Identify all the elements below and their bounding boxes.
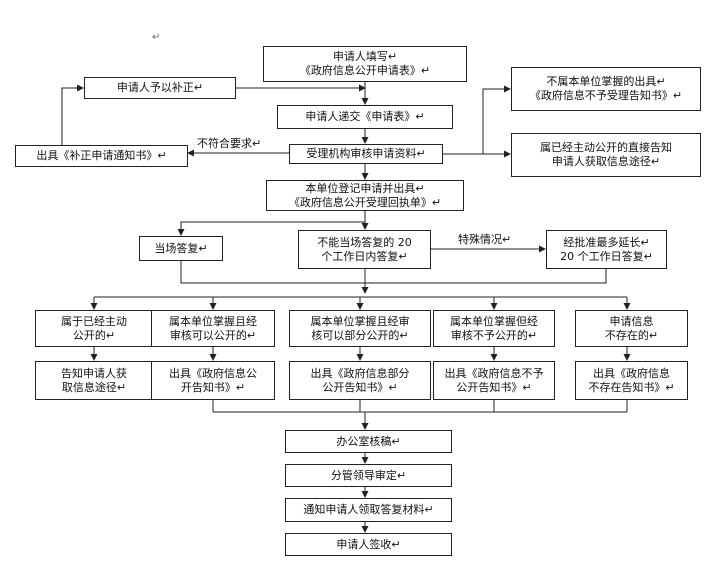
node-case-not-disclose: 属本单位掌握但经 审核不予公开的↵ [433,310,555,347]
node-applicant-sign: 申请人签收↵ [285,533,452,556]
node-leader-approve: 分管领导审定↵ [285,464,452,487]
edge-correction-loop-up [61,84,84,145]
label-special-case: 特殊情况↵ [458,233,512,247]
node-fill-form: 申请人填写↵ 《政府信息公开申请表》↵ [263,46,467,82]
node-extension: 经批准最多延长↵ 20 个工作日答复↵ [546,230,667,269]
node-notify-collect: 通知申请人领取答复材料↵ [285,498,452,522]
node-result-partial-notice: 出具《政府信息部分 公开告知书》↵ [289,361,431,400]
node-register-receipt: 本单位登记申请并出具↵ 《政府信息公开受理回执单》↵ [266,180,464,211]
node-reply-20-days: 不能当场答复的 20 个工作日内答复↵ [298,230,431,269]
edge-to-reply-on-spot [177,221,365,236]
edge-spot-down [180,261,365,284]
node-reply-on-spot: 当场答复↵ [139,236,223,261]
node-result-inform-route: 告知申请人获 取信息途径↵ [35,361,153,400]
node-office-check: 办公室核稿↵ [285,430,452,453]
label-not-compliant: 不符合要求↵ [197,137,262,151]
node-case-can-disclose: 属本单位掌握且经 审核可以公开的↵ [151,310,275,347]
node-result-nondisclosure-notice: 出具《政府信息不予 公开告知书》↵ [433,361,555,400]
edge-review-to-not-held [443,85,511,155]
node-case-not-exist: 申请信息 不存在的↵ [575,310,688,347]
node-submit-form: 申请人递交《申请表》↵ [277,105,453,129]
node-review: 受理机构审核申请资料↵ [289,144,443,164]
node-case-partial: 属本单位掌握且经审 核可以部分公开的↵ [289,310,431,347]
node-case-published: 属于已经主动 公开的↵ [35,310,153,347]
edge-extension-down [365,269,607,284]
stray-return-mark: ↵ [152,32,161,43]
node-applicant-correct: 申请人予以补正↵ [84,77,236,99]
node-issue-correction-notice: 出具《补正申请通知书》↵ [15,145,188,167]
node-already-public-info: 属已经主动公开的直接告知 申请人获取信息途径↵ [511,133,701,177]
node-result-disclosure-notice: 出具《政府信息公 开告知书》↵ [151,361,275,400]
node-result-not-exist-notice: 出具《政府信息 不存在告知书》↵ [575,361,688,400]
node-not-held-notice: 不属本单位掌握的出具↵ 《政府信息不予受理告知书》↵ [511,67,701,111]
